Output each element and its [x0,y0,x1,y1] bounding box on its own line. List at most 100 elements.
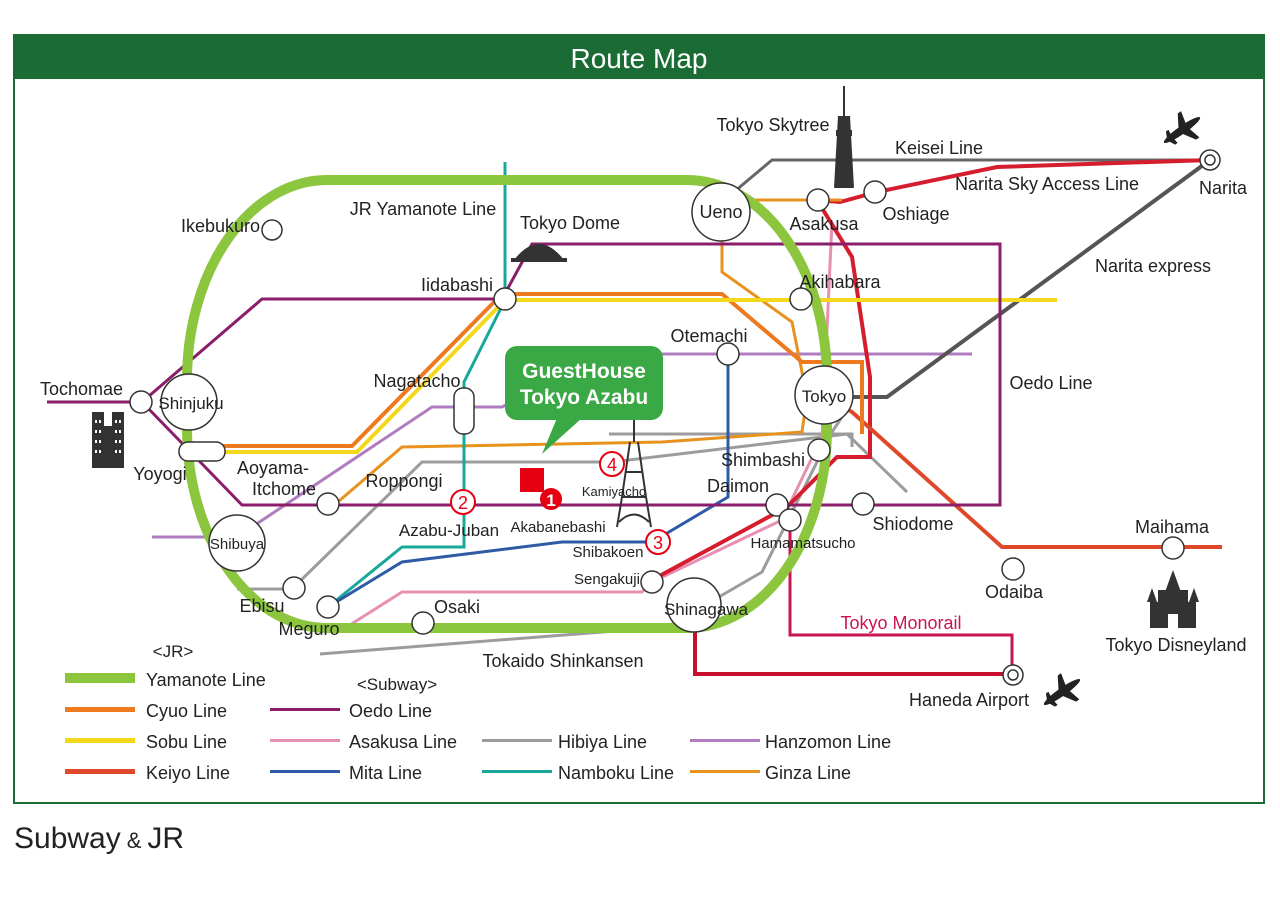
skytree-icon [834,86,854,188]
caption-subway: Subway [14,822,121,855]
label-keisei: Keisei Line [895,138,983,158]
station-shinagawa[interactable] [666,577,722,633]
building-icon [92,412,124,468]
label-osaki: Osaki [434,597,480,617]
label-shibakoen: Shibakoen [573,544,644,561]
marker-1[interactable]: 1 [540,488,562,510]
marker-3[interactable]: 3 [645,529,671,555]
station-shiodome[interactable] [851,492,875,516]
station-shinjuku[interactable] [160,373,218,431]
asakusa-line [341,221,834,632]
legend: <JR> <Subway> Yamanote Line Cyuo Line So… [65,642,891,783]
label-oshiage: Oshiage [882,204,949,224]
station-otemachi[interactable] [716,342,740,366]
label-sengakuji: Sengakuji [574,571,640,588]
hotel-name-line2: Tokyo Azabu [520,386,648,409]
station-shimbashi[interactable] [807,438,831,462]
hibiya-line [237,432,909,591]
narita-express [847,158,1212,399]
legend-swatch-oedo [270,708,340,711]
station-shibuya[interactable] [208,514,266,572]
station-ebisu[interactable] [282,576,306,600]
tokyo-tower-icon [616,420,652,528]
namboku-line [327,162,507,609]
station-hamamatsucho[interactable] [778,508,802,532]
legend-swatch-keiyo [65,769,135,774]
legend-swatch-yamanote [65,673,135,683]
label-asakusa: Asakusa [789,214,859,234]
airplane-icon [1163,111,1201,145]
station-nagatacho[interactable] [453,387,475,435]
legend-swatch-hibiya [482,739,552,742]
marker-2[interactable]: 2 [450,489,476,515]
svg-text:4: 4 [607,455,617,475]
station-asakusa[interactable] [806,188,830,212]
legend-oedo: Oedo Line [349,701,432,721]
label-ueno: Ueno [699,202,742,222]
sobu-line [202,298,1057,454]
legend-swatch-asakusa [270,739,340,742]
airplane-icon [1043,673,1081,707]
station-iidabashi[interactable] [493,287,517,311]
label-skytree: Tokyo Skytree [716,115,829,135]
label-tokyo: Tokyo [802,387,846,406]
route-map-frame: Route Map [13,34,1265,804]
legend-swatch-ginza [690,770,760,773]
label-haneda: Haneda Airport [909,690,1029,710]
label-monorail: Tokyo Monorail [840,613,961,633]
station-oshiage[interactable] [863,180,887,204]
label-daimon: Daimon [707,476,769,496]
label-hamamatsucho: Hamamatsucho [750,535,855,552]
station-yoyogi[interactable] [178,441,226,462]
label-kamiyacho: Kamiyacho [582,484,646,499]
marker-4[interactable]: 4 [599,451,625,477]
station-tokyo[interactable] [794,365,854,425]
label-shinagawa: Shinagawa [664,600,749,619]
legend-jr-header: <JR> [153,642,194,661]
legend-asakusa: Asakusa Line [349,732,457,752]
legend-swatch-chuo [65,707,135,712]
label-tokyo-dome: Tokyo Dome [520,213,620,233]
station-haneda[interactable] [1002,664,1024,686]
label-oedo: Oedo Line [1009,373,1092,393]
station-ikebukuro[interactable] [261,219,283,241]
station-tochomae[interactable] [129,390,153,414]
label-nagatacho: Nagatacho [373,371,460,391]
hotel-callout[interactable]: GuestHouse Tokyo Azabu [505,346,663,454]
station-odaiba[interactable] [1001,557,1025,581]
tokyo-monorail [788,520,1014,674]
legend-keiyo: Keiyo Line [146,763,230,783]
station-ueno[interactable] [691,182,751,242]
caption-jr: JR [147,822,185,855]
legend-swatch-hanzomon [690,739,760,742]
label-tokaido: Tokaido Shinkansen [482,651,643,671]
label-roppongi: Roppongi [365,471,442,491]
label-azabu-juban: Azabu-Juban [399,521,499,540]
label-iidabashi: Iidabashi [421,275,493,295]
legend-hibiya: Hibiya Line [558,732,647,752]
label-akabanebashi: Akabanebashi [510,519,605,536]
label-ebisu: Ebisu [239,596,284,616]
legend-subway-header: <Subway> [357,675,437,694]
label-aoyama-itchome-2: Itchome [252,479,316,499]
station-maihama[interactable] [1161,536,1185,560]
legend-hanzomon: Hanzomon Line [765,732,891,752]
station-akihabara[interactable] [789,287,813,311]
station-meguro[interactable] [316,595,340,619]
station-daimon[interactable] [765,493,789,517]
label-narita-sky: Narita Sky Access Line [955,174,1139,194]
label-ikebukuro: Ikebukuro [181,216,260,236]
label-akihabara: Akihabara [799,272,881,292]
castle-icon [1147,570,1199,628]
hotel-name-line1: GuestHouse [522,360,646,383]
legend-swatch-mita [270,770,340,773]
label-narita: Narita [1199,178,1248,198]
map-title: Route Map [15,36,1263,79]
station-osaki[interactable] [411,611,435,635]
station-narita[interactable] [1199,149,1221,171]
legend-ginza: Ginza Line [765,763,851,783]
station-sengakuji[interactable] [640,570,664,594]
hotel-location-marker[interactable] [520,468,544,492]
station-aoyama-itchome[interactable] [316,492,340,516]
label-shibuya: Shibuya [210,536,265,553]
